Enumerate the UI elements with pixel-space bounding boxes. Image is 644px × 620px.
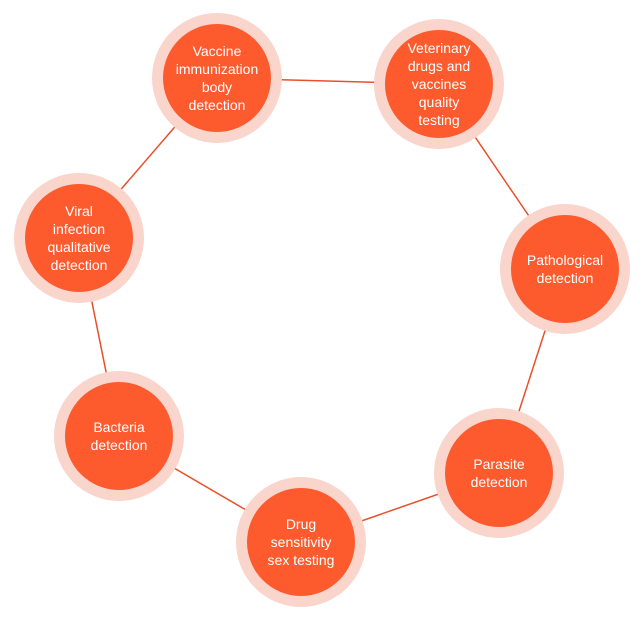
node-label: Bacteria detection	[65, 382, 173, 490]
node-viral-infection[interactable]: Viral infection qualitative detection	[14, 173, 144, 303]
node-parasite[interactable]: Parasite detection	[434, 408, 564, 538]
node-label: Viral infection qualitative detection	[25, 184, 133, 292]
node-label: Vaccine immunization body detection	[163, 24, 271, 132]
node-label: Veterinary drugs and vaccines quality te…	[385, 30, 493, 138]
node-drug-sensitivity[interactable]: Drug sensitivity sex testing	[236, 477, 366, 607]
node-pathological[interactable]: Pathological detection	[500, 204, 630, 334]
node-vaccine-immunization[interactable]: Vaccine immunization body detection	[152, 13, 282, 143]
node-veterinary-drugs[interactable]: Veterinary drugs and vaccines quality te…	[374, 19, 504, 149]
node-label: Drug sensitivity sex testing	[247, 488, 355, 596]
node-bacteria[interactable]: Bacteria detection	[54, 371, 184, 501]
node-label: Pathological detection	[511, 215, 619, 323]
node-label: Parasite detection	[445, 419, 553, 527]
